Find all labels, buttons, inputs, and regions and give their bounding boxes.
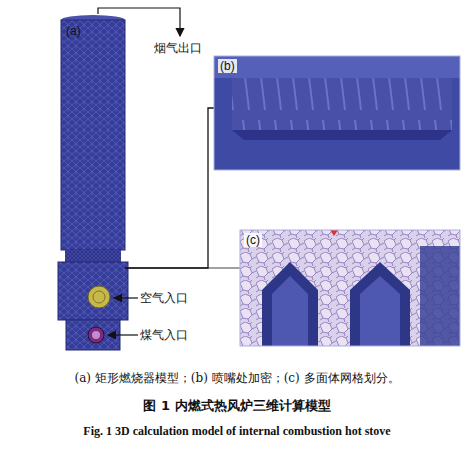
subcaption: (a) 矩形燃烧器模型；(b) 喷嘴处加密；(c) 多面体网格划分。 bbox=[74, 370, 399, 387]
port-label: 空气入口 bbox=[140, 290, 188, 307]
panel-letter: (b) bbox=[218, 59, 237, 73]
caption-english: Fig. 1 3D calculation model of internal … bbox=[83, 424, 390, 439]
zoom-panel: (b) bbox=[214, 56, 460, 170]
panel-letter: (a) bbox=[66, 24, 81, 38]
port-label: 煤气入口 bbox=[140, 327, 188, 344]
panel-letter: (c) bbox=[244, 233, 262, 247]
zoom-panel: (c) bbox=[240, 230, 460, 346]
figure-caption: 图 1 内燃式热风炉三维计算模型 bbox=[143, 397, 330, 415]
port-label: 烟气出口 bbox=[154, 40, 202, 57]
